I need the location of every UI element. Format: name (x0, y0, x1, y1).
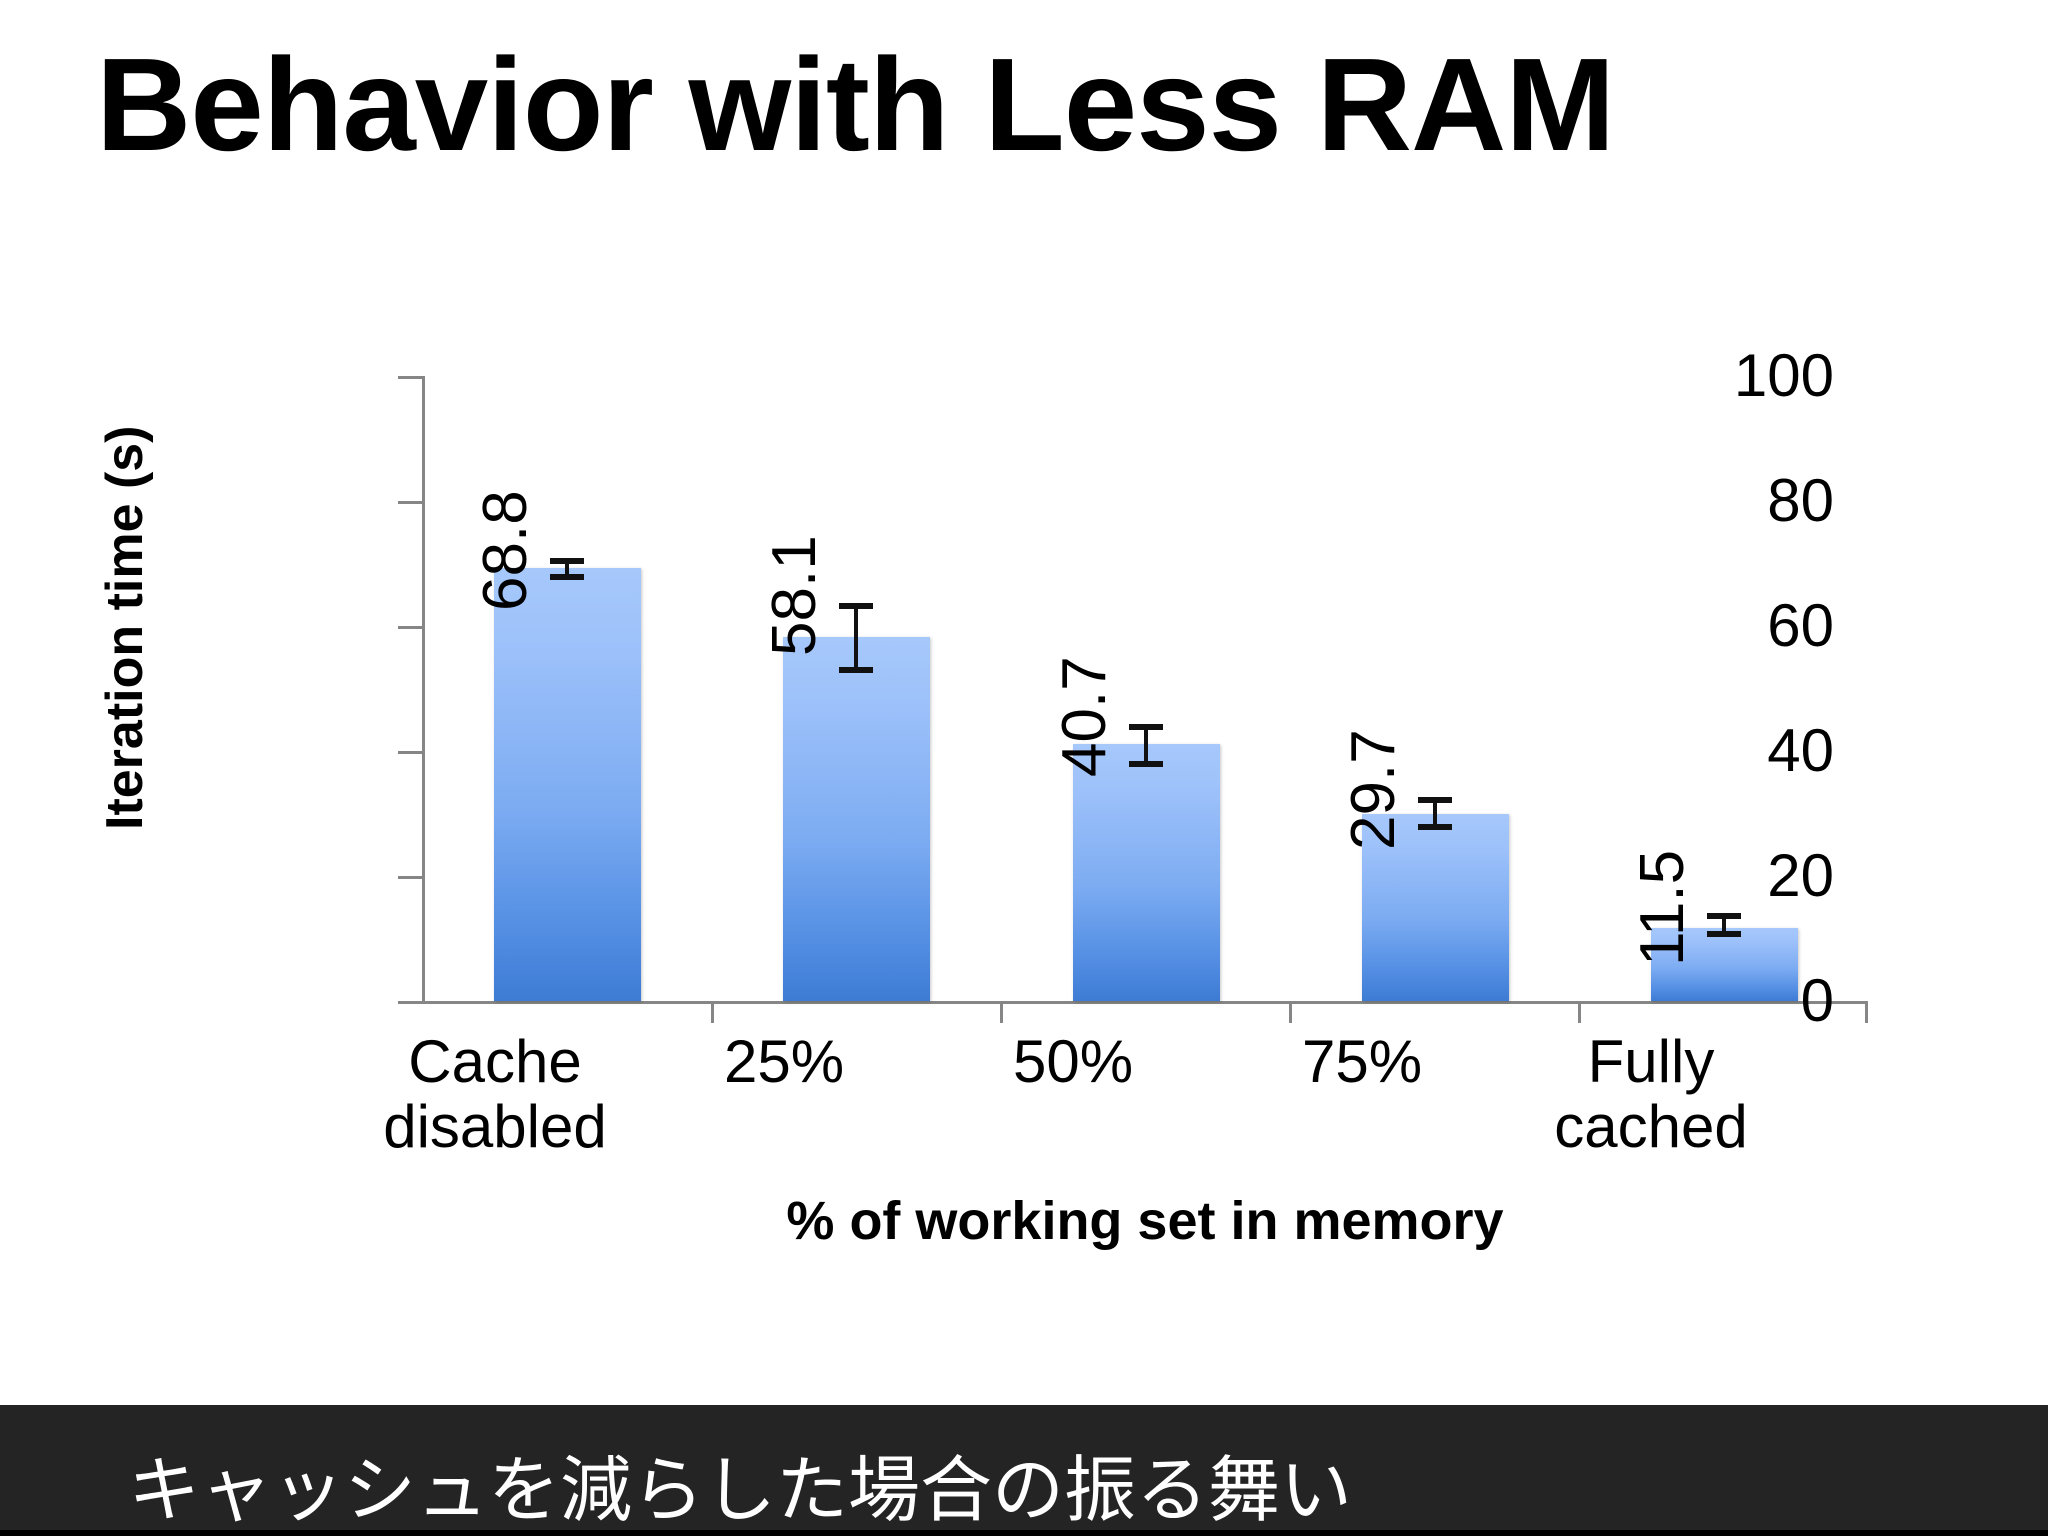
bar-25-percent[interactable] (783, 637, 930, 1001)
bar-value-label-4: 29.7 (1339, 729, 1408, 850)
x-axis-line (422, 1001, 1868, 1004)
page-title: Behavior with Less RAM (96, 31, 1615, 178)
y-tick-label-20: 20 (1767, 842, 1834, 909)
error-bar-stem-3 (1144, 727, 1148, 765)
x-cat-tick-4 (1578, 1001, 1581, 1023)
x-cat-label-line-1: 75% (1301, 1028, 1423, 1095)
y-tick-label-40: 40 (1767, 717, 1834, 784)
y-tick-80 (398, 501, 422, 504)
error-bar-cap-top-1 (550, 558, 584, 564)
x-cat-label-25: 25% (639, 1028, 929, 1095)
y-axis-zero-tick (398, 1001, 425, 1004)
error-bar-cap-top-2 (839, 603, 873, 609)
bar-value-label-3: 40.7 (1050, 656, 1119, 777)
error-bar-cap-bottom-5 (1707, 931, 1741, 937)
error-bar-cap-top-4 (1418, 797, 1452, 803)
plot-area: 100 80 60 40 20 0 68.8 (398, 346, 1868, 1031)
bar-chart: Iteration time (s) 100 80 60 40 20 0 (0, 230, 2048, 1350)
error-bar-stem-4 (1433, 800, 1437, 828)
bar-fully-cached[interactable] (1651, 928, 1798, 1001)
error-bar-stem-5 (1722, 916, 1726, 934)
y-tick-label-100: 100 (1733, 342, 1834, 409)
y-tick-label-80: 80 (1767, 467, 1834, 534)
error-bar-cap-bottom-3 (1129, 761, 1163, 767)
y-tick-label-60: 60 (1767, 592, 1834, 659)
bar-value-label-1: 68.8 (471, 490, 540, 611)
x-cat-label-line-1: Fully (1587, 1028, 1715, 1095)
x-cat-label-line-1: 25% (723, 1028, 845, 1095)
error-bar-cap-top-5 (1707, 913, 1741, 919)
x-cat-tick-1 (711, 1001, 714, 1023)
bar-value-label-2: 58.1 (760, 535, 829, 656)
y-tick-20 (398, 876, 422, 879)
y-tick-40 (398, 751, 422, 754)
error-bar-cap-bottom-1 (550, 574, 584, 580)
x-cat-label-line-1: 50% (1012, 1028, 1134, 1095)
y-axis-title: Iteration time (s) (96, 425, 154, 831)
bar-cache-disabled[interactable] (494, 568, 641, 1001)
error-bar-cap-bottom-4 (1418, 824, 1452, 830)
error-bar-stem-1 (565, 560, 569, 577)
y-tick-100 (398, 376, 422, 379)
x-cat-label-line-2: cached (1554, 1092, 1748, 1160)
x-cat-tick-3 (1289, 1001, 1292, 1023)
x-cat-label-50: 50% (928, 1028, 1218, 1095)
error-bar-cap-top-3 (1129, 724, 1163, 730)
y-tick-60 (398, 626, 422, 629)
bar-value-label-5: 11.5 (1628, 849, 1697, 966)
x-cat-label-line-2: disabled (383, 1092, 607, 1160)
caption-text: キャッシュを減らした場合の振る舞い (128, 1451, 1353, 1531)
error-bar-stem-2 (854, 606, 858, 670)
error-bar-cap-bottom-2 (839, 667, 873, 673)
x-axis-end-tick (1865, 1001, 1868, 1023)
y-tick-label-0: 0 (1800, 967, 1834, 1034)
bar-75-percent[interactable] (1362, 814, 1509, 1001)
x-cat-label-line-1: Cache (408, 1028, 582, 1095)
x-cat-label-fully-cached: Fully cached (1506, 1028, 1796, 1160)
x-axis-title: % of working set in memory (786, 1191, 1504, 1251)
caption-bar: キャッシュを減らした場合の振る舞い (0, 1405, 2048, 1531)
bottom-strip (0, 1530, 2048, 1536)
bar-50-percent[interactable] (1073, 744, 1220, 1001)
x-cat-tick-2 (1000, 1001, 1003, 1023)
x-cat-label-cache-disabled: Cache disabled (350, 1028, 640, 1160)
x-cat-label-75: 75% (1217, 1028, 1507, 1095)
y-axis-line (422, 376, 425, 1001)
